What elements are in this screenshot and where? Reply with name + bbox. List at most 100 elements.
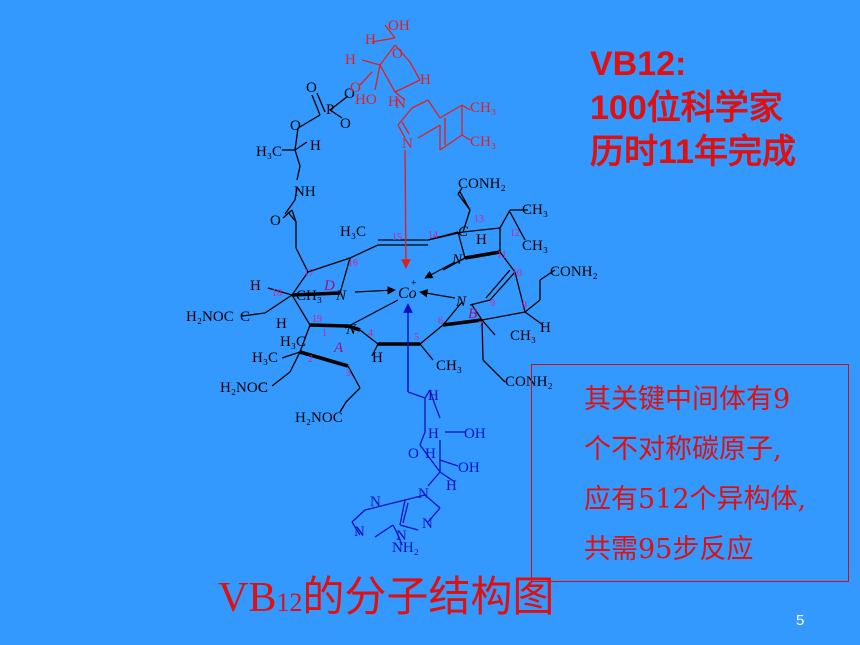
blue-atom-labels: H H OH O H OH H N N N N N NH₂ — [354, 388, 486, 556]
atom-label: O — [290, 118, 301, 134]
atom-label: O — [392, 46, 403, 62]
coordination-arrows — [344, 261, 456, 329]
ring-number: 5 — [414, 332, 419, 343]
atom-label: CH₃ — [522, 238, 548, 254]
atom-label: H₂NOC — [186, 309, 234, 325]
ring-number: 10 — [512, 268, 522, 279]
atom-label: H₂NOC — [295, 410, 343, 426]
atom-label: HO — [355, 92, 377, 108]
atom-label: CH₃ — [510, 328, 536, 344]
ring-label: A — [333, 340, 344, 356]
extra-bonds — [419, 301, 463, 345]
atom-label: H₂NOC — [220, 380, 268, 396]
ring-number: 14 — [428, 230, 438, 241]
atom-label: O — [270, 213, 281, 229]
atom-label: N — [345, 322, 357, 338]
atom-label: H₃C — [256, 144, 282, 160]
atom-label: H — [428, 388, 439, 404]
atom-label: OH — [458, 460, 480, 476]
atom-label: CH₃ — [470, 100, 496, 116]
ring-number: 16 — [348, 258, 358, 269]
ring-number: 12 — [510, 228, 520, 239]
ring-number: 6 — [438, 316, 443, 327]
atom-label: H — [250, 278, 261, 294]
caption-subscript: 12 — [276, 588, 303, 617]
atom-label: N — [402, 136, 413, 152]
atom-label: H — [388, 94, 399, 110]
ring-number: 15 — [392, 232, 402, 243]
ring-number: 3 — [346, 368, 351, 379]
atom-label: CH₃ — [296, 288, 322, 304]
caption-suffix: 的分子结构图 — [302, 575, 555, 621]
ring-number: 17 — [304, 268, 314, 279]
red-coordination-arrow — [401, 149, 411, 269]
note-line-4: 共需95步反应 — [584, 534, 754, 565]
page-number: 5 — [796, 612, 805, 629]
ring-number: 7 — [478, 320, 483, 331]
ring-number: 9 — [490, 298, 495, 309]
atom-label: N — [370, 494, 381, 510]
atom-label: N — [395, 96, 406, 112]
note-line-2: 个不对称碳原子, — [584, 434, 782, 465]
atom-label: O — [306, 80, 317, 96]
atom-label: CONH₂ — [458, 176, 506, 192]
title-line-2: 100位科学家 — [590, 89, 783, 127]
atom-label: O — [408, 446, 419, 462]
atom-label: CONH₂ — [505, 374, 553, 390]
title-block: VB12: 100位科学家 历时11年完成 — [590, 42, 796, 174]
ring-number: 2 — [308, 354, 313, 365]
ring-position-numbers: 1 2 3 4 5 6 7 8 9 10 11 12 13 14 15 16 1… — [272, 214, 527, 379]
caption-prefix: VB — [218, 575, 277, 621]
atom-label: H — [446, 478, 457, 494]
atom-label: H — [420, 72, 431, 88]
atom-label: N — [418, 486, 429, 502]
atom-label: O — [344, 86, 355, 102]
atom-label: N — [422, 516, 433, 532]
atom-label: N — [335, 288, 347, 304]
atom-label: H₃C — [280, 334, 306, 350]
atom-label: O — [340, 116, 351, 132]
atom-label: H — [476, 232, 487, 248]
ring-number: 13 — [474, 214, 484, 225]
atom-label: CH₃ — [522, 202, 548, 218]
cobalt-charge-label: + — [411, 278, 417, 289]
atom-label: H — [365, 32, 376, 48]
cobalt-center-label: Co — [398, 285, 417, 302]
atom-label: NH — [294, 184, 316, 200]
atom-label: N — [451, 252, 463, 268]
atom-label: N — [354, 524, 365, 540]
title-line-3: 历时11年完成 — [590, 133, 796, 171]
red-ligand-bonds — [359, 24, 471, 151]
ring-number: 1 — [322, 328, 327, 339]
corrin-bonds — [241, 92, 556, 413]
atom-label: H — [425, 446, 436, 462]
atom-label: C — [458, 224, 469, 240]
ring-number: 19 — [312, 314, 322, 325]
note-line-1: 其关键中间体有9 — [584, 384, 791, 415]
title-line-1: VB12: — [590, 45, 687, 83]
atom-label: H — [276, 316, 287, 332]
atom-label: N — [396, 528, 407, 544]
atom-label: H — [372, 350, 383, 366]
black-atom-labels: CONH₂ CH₃ CH₃ H₃C H C N N N N H CONH₂ H₂… — [186, 80, 598, 426]
red-atom-labels: H OH O H HO H N N CH₃ CH₃ H O — [345, 18, 496, 152]
atom-label: CONH₂ — [550, 264, 598, 280]
ring-number: 18 — [272, 288, 282, 299]
atom-label: OH — [464, 426, 486, 442]
bold-bonds — [291, 250, 501, 368]
atom-label: H — [540, 320, 551, 336]
atom-label: OH — [388, 18, 410, 34]
atom-label: P — [326, 102, 334, 118]
ring-label: B — [468, 306, 477, 322]
atom-label: H — [345, 52, 356, 68]
ring-number: 8 — [522, 300, 527, 311]
atom-label: H₃C — [252, 350, 278, 366]
diagram-caption: VB12的分子结构图 — [218, 570, 554, 631]
ring-label: D — [323, 278, 335, 294]
atom-label: C — [258, 380, 268, 396]
note-box: 其关键中间体有9 个不对称碳原子, 应有512个异构体, 共需95步反应 — [531, 364, 849, 582]
atom-label: H — [310, 138, 321, 154]
atom-label: H₃C — [340, 224, 366, 240]
atom-label: N — [455, 294, 467, 310]
